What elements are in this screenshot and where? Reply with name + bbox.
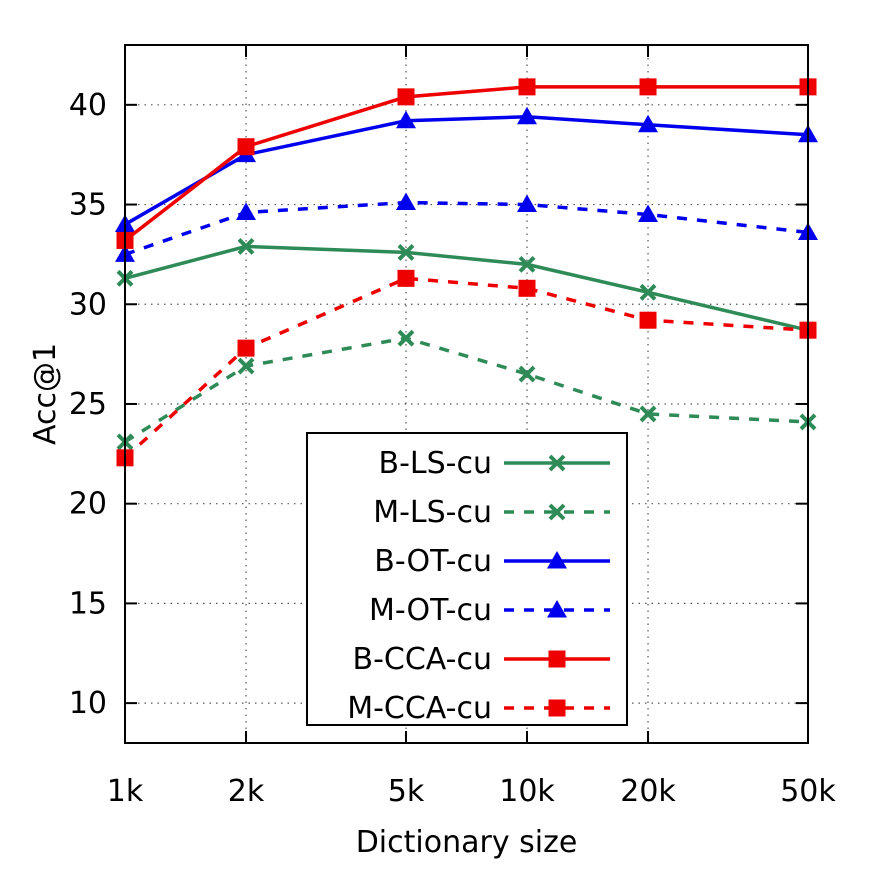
series-m-ls-cu: [116, 329, 817, 451]
series-b-ot-cu: [115, 106, 818, 232]
data-point-cross: [548, 454, 566, 472]
x-tick-label: 50k: [780, 774, 836, 809]
y-axis-label: Acc@1: [28, 343, 63, 445]
data-point-square: [639, 311, 657, 329]
legend-label: M-LS-cu: [373, 495, 492, 530]
y-tick-label: 40: [69, 88, 107, 123]
data-point-square: [548, 650, 566, 668]
axes: 10 15 20 25 30 35 40 1k 2k 5k 10k 20k 50k: [69, 44, 836, 809]
x-tick-label: 20k: [620, 774, 676, 809]
data-point-cross: [237, 238, 255, 255]
data-point-square: [639, 78, 657, 96]
data-point-square: [397, 88, 415, 106]
legend-item: B-OT-cu: [374, 544, 610, 579]
data-point-triangle: [517, 106, 538, 125]
x-tick-label: 5k: [388, 774, 425, 809]
legend-label: M-OT-cu: [369, 593, 492, 628]
series-line: [124, 336, 809, 444]
legend-item: M-OT-cu: [369, 593, 610, 628]
y-tick-label: 15: [69, 586, 107, 621]
data-point-square: [518, 279, 536, 297]
data-point-square: [237, 339, 255, 357]
legend-label: M-CCA-cu: [347, 691, 492, 726]
plot-series: [115, 78, 818, 467]
data-point-triangle: [395, 110, 416, 129]
series-m-ot-cu: [115, 192, 818, 262]
series-b-cca-cu: [116, 78, 817, 249]
plot-frame: [124, 44, 809, 744]
y-tick-label: 10: [69, 686, 107, 721]
data-point-triangle: [638, 204, 659, 223]
data-point-cross: [548, 503, 566, 521]
data-point-triangle: [517, 194, 538, 213]
data-point-triangle: [547, 600, 567, 618]
legend-box: [306, 432, 628, 726]
x-tick-label: 1k: [107, 774, 144, 809]
data-point-square: [397, 269, 415, 287]
x-tick-label: 10k: [499, 774, 555, 809]
legend: B-LS-cuM-LS-cuB-OT-cuM-OT-cuB-CCA-cuM-CC…: [306, 432, 628, 726]
x-axis-label: Dictionary size: [356, 825, 578, 860]
data-point-cross: [237, 357, 255, 375]
y-tick-label: 25: [69, 387, 107, 422]
data-point-cross: [518, 365, 536, 383]
data-point-cross: [639, 283, 657, 301]
y-tick-label: 35: [69, 188, 107, 223]
data-point-square: [237, 138, 255, 156]
series-line: [124, 244, 809, 332]
legend-label: B-LS-cu: [379, 446, 493, 481]
series-line: [124, 200, 809, 257]
data-point-square: [518, 78, 536, 96]
legend-label: B-CCA-cu: [353, 642, 493, 677]
x-tick-label: 2k: [228, 774, 265, 809]
data-point-triangle: [236, 202, 257, 221]
data-point-triangle: [638, 114, 659, 133]
series-line: [124, 115, 809, 227]
data-point-triangle: [395, 192, 416, 211]
data-point-cross: [397, 329, 415, 347]
data-point-cross: [518, 255, 536, 273]
data-point-square: [548, 699, 566, 717]
legend-item: B-LS-cu: [379, 446, 610, 481]
y-tick-label: 20: [69, 487, 107, 522]
series-line: [123, 85, 808, 242]
y-tick-label: 30: [69, 287, 107, 322]
legend-item: M-CCA-cu: [347, 691, 610, 726]
legend-label: B-OT-cu: [374, 544, 492, 579]
legend-item: M-LS-cu: [373, 495, 610, 530]
data-point-triangle: [547, 551, 567, 569]
legend-item: B-CCA-cu: [353, 642, 610, 677]
data-point-cross: [639, 405, 657, 423]
data-point-cross: [397, 243, 415, 261]
